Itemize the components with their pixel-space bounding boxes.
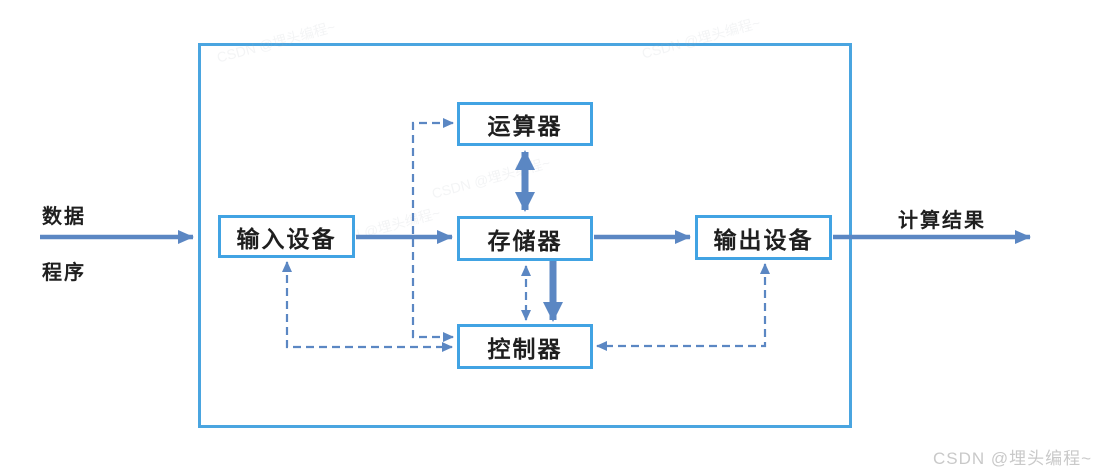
output-device-box: 输出设备 xyxy=(695,215,832,260)
data-label: 数据 xyxy=(42,206,86,228)
controller-alu-dashed-connector xyxy=(411,118,454,342)
controller-input-dashed-connector xyxy=(282,261,453,352)
result-label: 计算结果 xyxy=(898,210,986,232)
program-label: 程序 xyxy=(42,262,86,284)
controller-box: 控制器 xyxy=(457,324,593,369)
memory-box: 存储器 xyxy=(457,216,593,261)
controller-output-dashed-connector xyxy=(596,263,770,351)
alu-box: 运算器 xyxy=(457,102,593,146)
csdn-watermark: CSDN @埋头编程~ xyxy=(933,449,1093,468)
input-device-box: 输入设备 xyxy=(218,215,355,258)
